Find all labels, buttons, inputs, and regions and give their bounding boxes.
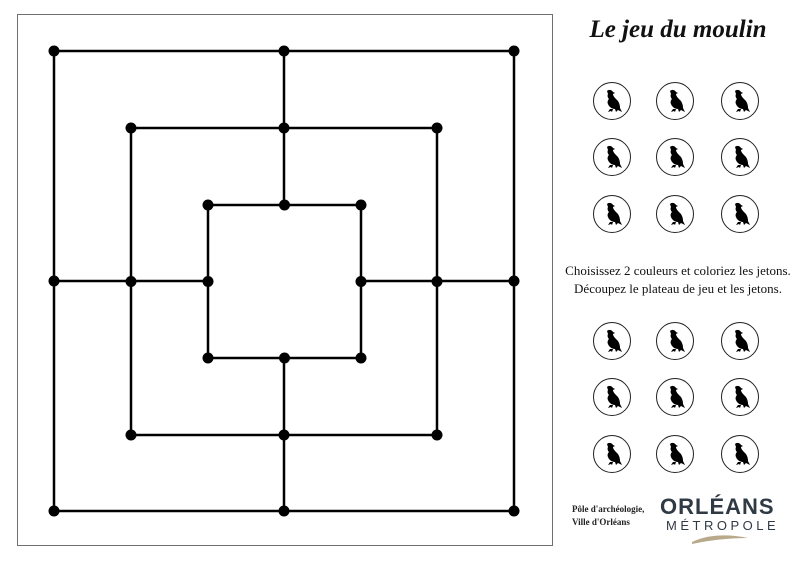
eagle-icon [735, 145, 750, 168]
board-point[interactable] [508, 45, 520, 57]
player-two-token[interactable] [721, 435, 759, 473]
player-two-token[interactable] [721, 322, 759, 360]
instructions: Choisissez 2 couleurs et coloriez les je… [548, 262, 800, 298]
board-point[interactable] [125, 276, 137, 287]
board-point[interactable] [508, 505, 520, 517]
eagle-icon [607, 329, 622, 352]
logo-swoosh-icon [692, 535, 748, 544]
eagle-icon [607, 442, 622, 465]
player-one-token[interactable] [721, 82, 759, 120]
board-point[interactable] [202, 199, 214, 211]
player-one-token[interactable] [656, 82, 694, 120]
board-point[interactable] [202, 352, 214, 364]
board-point[interactable] [202, 276, 214, 287]
board-point[interactable] [125, 122, 137, 134]
player-one-token[interactable] [656, 138, 694, 176]
eagle-icon [607, 385, 622, 408]
credit-text: Pôle d'archéologie, Ville d'Orléans [572, 503, 672, 529]
eagle-icon [735, 385, 750, 408]
page-title: Le jeu du moulin [589, 16, 767, 43]
board-point[interactable] [355, 199, 367, 211]
board-point[interactable] [48, 275, 60, 287]
player-one-token[interactable] [656, 195, 694, 233]
player-two-token[interactable] [593, 378, 631, 416]
board-point[interactable] [279, 352, 290, 364]
player-one-token[interactable] [721, 195, 759, 233]
instructions-line-2: Découpez le plateau de jeu et les jetons… [574, 281, 782, 296]
board-point[interactable] [508, 275, 520, 287]
eagle-icon [607, 89, 622, 112]
board-point[interactable] [355, 352, 367, 364]
eagle-icon [670, 442, 685, 465]
player-two-token[interactable] [656, 322, 694, 360]
eagle-icon [735, 442, 750, 465]
player-two-token[interactable] [656, 378, 694, 416]
player-one-token[interactable] [593, 138, 631, 176]
eagle-icon [670, 89, 685, 112]
player-two-token[interactable] [721, 378, 759, 416]
logo-metropole: MÉTROPOLE [666, 518, 780, 533]
eagle-icon [670, 385, 685, 408]
eagle-icon [735, 89, 750, 112]
eagle-icon [735, 202, 750, 225]
board-point[interactable] [278, 45, 290, 57]
board-point[interactable] [48, 45, 60, 57]
player-two-token[interactable] [593, 322, 631, 360]
player-two-token[interactable] [656, 435, 694, 473]
eagle-icon [607, 145, 622, 168]
board-point[interactable] [278, 122, 290, 134]
board-point[interactable] [278, 429, 290, 441]
board-point[interactable] [278, 505, 290, 517]
board-square-3 [206, 203, 363, 360]
credit-line-2: Ville d'Orléans [572, 517, 630, 527]
player-one-token[interactable] [721, 138, 759, 176]
board-point[interactable] [125, 429, 137, 441]
eagle-icon [670, 329, 685, 352]
game-board [17, 14, 553, 546]
board-point[interactable] [431, 429, 443, 441]
player-one-token[interactable] [593, 195, 631, 233]
eagle-icon [607, 202, 622, 225]
board-point[interactable] [279, 199, 290, 211]
board-point[interactable] [431, 122, 443, 134]
logo-orleans: ORLÉANS [660, 494, 775, 519]
board-point[interactable] [431, 276, 443, 287]
eagle-icon [735, 329, 750, 352]
player-one-token[interactable] [593, 82, 631, 120]
instructions-line-1: Choisissez 2 couleurs et coloriez les je… [565, 263, 791, 278]
board-point[interactable] [355, 276, 367, 287]
credit-line-1: Pôle d'archéologie, [572, 504, 645, 514]
eagle-icon [670, 145, 685, 168]
board-point[interactable] [48, 505, 60, 517]
player-two-token[interactable] [593, 435, 631, 473]
eagle-icon [670, 202, 685, 225]
